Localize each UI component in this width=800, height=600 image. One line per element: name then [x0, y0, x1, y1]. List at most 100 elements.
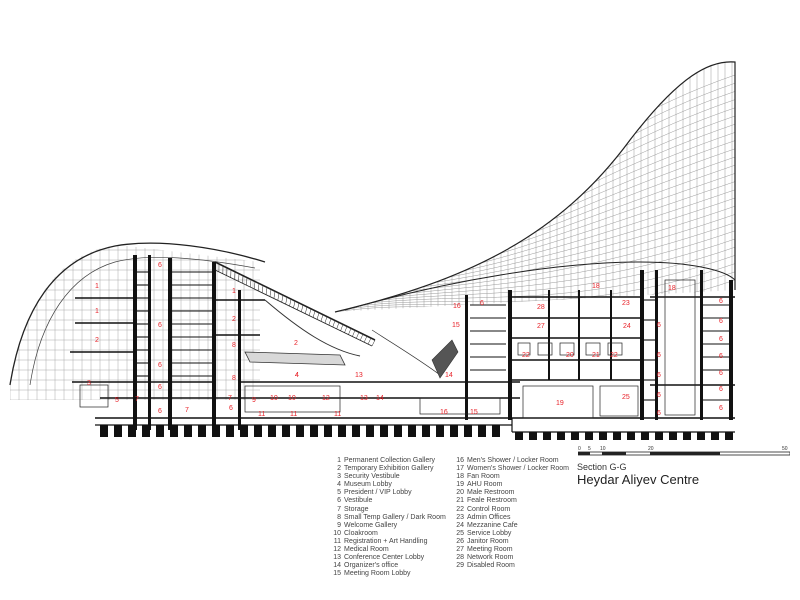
room-number: 8: [232, 375, 236, 382]
room-number: 6: [158, 322, 162, 329]
legend-item-label: Conference Center Lobby: [344, 554, 425, 562]
room-number: 18: [668, 285, 676, 292]
room-number: 6: [657, 352, 661, 359]
room-number: 6: [158, 408, 162, 415]
left-shell-inner: [29, 256, 256, 386]
room-number: 11: [258, 411, 266, 418]
right-shell: [334, 61, 736, 313]
legend-item-number: 6: [337, 497, 341, 505]
legend-item-number: 1: [337, 457, 341, 464]
room-number: 4: [295, 372, 299, 379]
room-number: 14: [376, 395, 384, 402]
legend-item-label: Women's Shower / Locker Room: [467, 465, 569, 473]
scale-tick-5: 5: [588, 446, 591, 452]
legend-item-number: 17: [456, 465, 464, 473]
room-number: 6: [657, 372, 661, 379]
foundations: [100, 425, 733, 440]
legend-item-number: 15: [333, 570, 341, 578]
room-number: 6: [719, 318, 723, 325]
legend-item-number: 3: [337, 473, 341, 481]
room-number: 25: [622, 394, 630, 401]
room-number: 22: [522, 352, 530, 359]
room-number: 6: [158, 384, 162, 391]
legend-item-label: Janitor Room: [467, 537, 509, 545]
legend-item-number: 19: [456, 481, 464, 489]
room-number: 23: [622, 300, 630, 307]
legend-item-label: Feale Restroom: [467, 497, 517, 505]
legend-item-number: 23: [456, 513, 464, 521]
room-number: 7: [135, 396, 139, 403]
right-shell-inner-edge: [344, 261, 736, 311]
legend-item-label: Welcome Gallery: [344, 521, 398, 529]
legend-item-number: 10: [333, 529, 341, 537]
legend-item-label: Security Vestibule: [344, 473, 400, 481]
room-number: 9: [252, 397, 256, 404]
room-number: 6: [719, 336, 723, 343]
legend-item-number: 5: [337, 489, 341, 497]
legend-item-label: Male Restroom: [467, 489, 515, 497]
room-number: 2: [294, 340, 298, 347]
ramp-surfaces: [244, 299, 459, 379]
room-number: 16: [440, 409, 448, 416]
legend-item-label: Temporary Exhibition Gallery: [344, 465, 434, 473]
legend-item-number: 11: [333, 537, 341, 545]
legend-item-label: Museum Lobby: [344, 481, 392, 489]
room-number: 12: [322, 395, 330, 402]
room-number: 15: [452, 322, 460, 329]
legend-item-number: 18: [456, 473, 464, 481]
legend-item-number: 20: [456, 489, 464, 497]
legend-item-label: Men's Shower / Locker Room: [467, 457, 559, 464]
room-number: 22: [610, 352, 618, 359]
room-number: 6: [657, 392, 661, 399]
room-number: 10: [270, 395, 278, 402]
room-number: 28: [537, 304, 545, 311]
room-number: 6: [719, 370, 723, 377]
legend-item-label: Medical Room: [344, 546, 389, 554]
room-boxes: [79, 279, 696, 419]
room-number: 19: [556, 400, 564, 407]
legend-item-number: 29: [456, 562, 464, 570]
room-number: 11: [334, 411, 342, 418]
legend-item-label: AHU Room: [467, 481, 503, 489]
room-number: 6: [719, 353, 723, 360]
scale-tick-10: 10: [600, 446, 606, 452]
right-shell-outline: [334, 61, 736, 313]
room-number: 1: [232, 288, 236, 295]
room-number: 6: [719, 386, 723, 393]
room-number: 8: [232, 342, 236, 349]
room-number: 6: [480, 300, 484, 307]
room-number: 2: [232, 316, 236, 323]
legend-item-label: Vestibule: [344, 497, 373, 505]
legend-item-number: 9: [337, 521, 341, 529]
legend-item-label: Cloakroom: [344, 529, 378, 537]
room-number: 6: [657, 322, 661, 329]
room-number: 10: [288, 395, 296, 402]
room-number: 18: [592, 283, 600, 290]
room-number: 4: [295, 372, 299, 379]
legend-item-label: Control Room: [467, 505, 511, 513]
room-number: 21: [592, 352, 600, 359]
legend-item-label: Storage: [344, 505, 369, 513]
room-number: 13: [360, 395, 368, 402]
